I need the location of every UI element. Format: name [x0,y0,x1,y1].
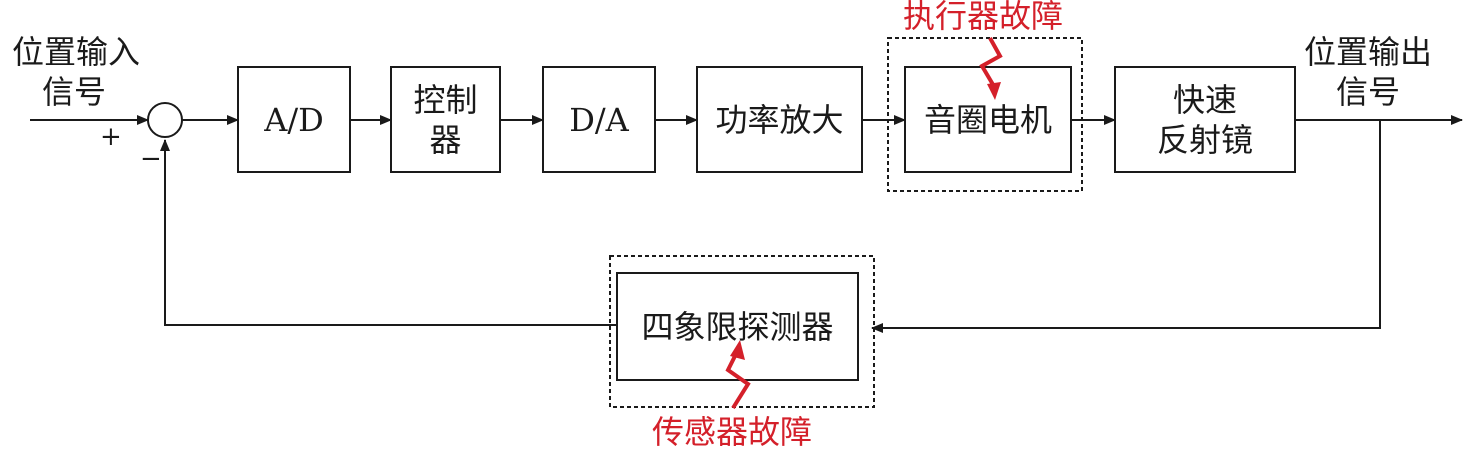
fast-mirror-label-line2: 反射镜 [1156,120,1253,159]
input-label-line1: 位置输入 [12,33,141,71]
controller-label-line1: 控制 [413,80,478,119]
sensor-fault-bolt [725,340,751,410]
controller-block [390,66,501,173]
sensor-fault-boundary [609,255,875,408]
fast-mirror-block [1114,66,1296,173]
da-block [542,66,656,173]
controller-label: 控制 器 [391,67,500,172]
actuator-fault-boundary [887,37,1083,192]
ad-label: A/D [264,100,324,139]
quadrant-detector-block [616,272,859,381]
plus-sign: + [100,122,122,152]
controller-label-line2: 器 [429,120,462,159]
summing-junction [147,102,183,138]
minus-sign: − [140,144,162,174]
da-label: D/A [569,100,629,139]
power-amp-block [696,66,863,173]
power-amp-label: 功率放大 [715,100,844,139]
feedback-line-right [871,120,1381,333]
actuator-fault-label: 执行器故障 [903,0,1064,35]
output-label-line1: 位置输出 [1304,33,1433,71]
voice-coil-motor-label: 音圈电机 [923,100,1052,139]
fast-mirror-label-line1: 快速 [1172,80,1237,119]
actuator-fault-bolt [979,37,1003,100]
input-label-line2: 信号 [42,73,107,111]
sensor-fault-label: 传感器故障 [652,413,813,451]
ad-block [237,66,351,173]
quadrant-detector-label: 四象限探测器 [641,307,834,346]
feedback-line-left [160,139,617,326]
fast-mirror-label: 快速 反射镜 [1115,67,1295,172]
output-label-line2: 信号 [1336,73,1401,111]
